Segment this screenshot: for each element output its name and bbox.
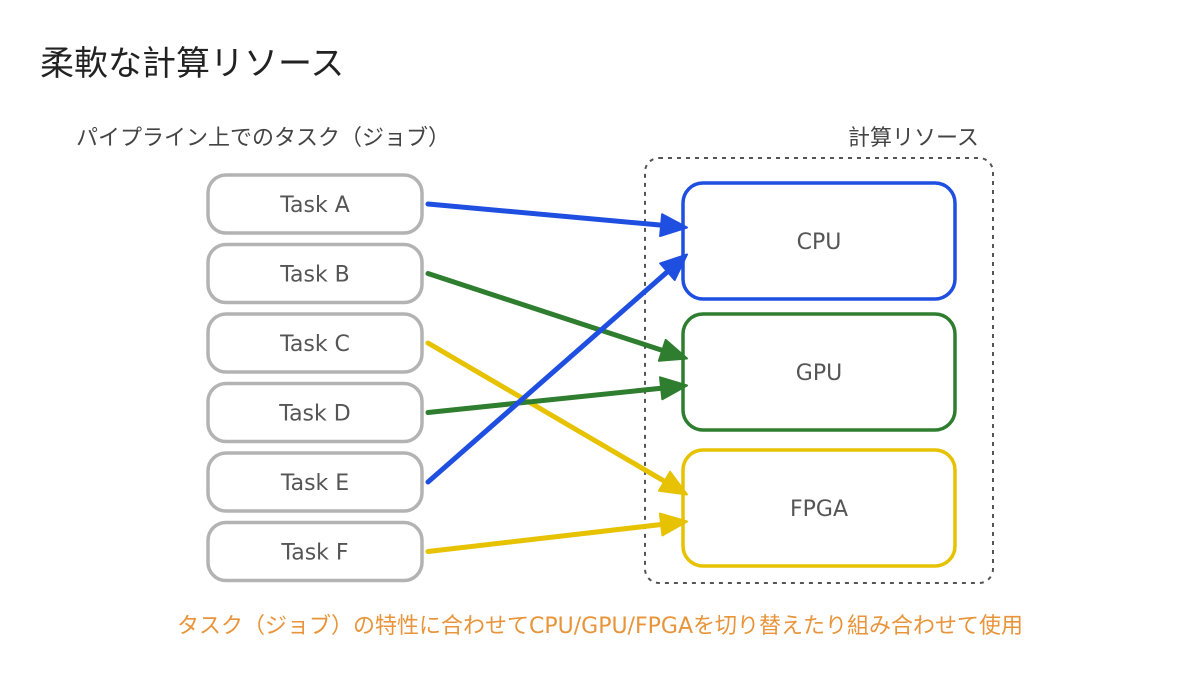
arrow-shaft [425,201,664,228]
arrow-head [657,338,688,362]
arrow-task-d-to-gpu [425,376,688,415]
resource-container [644,157,994,584]
task-box-task-f: Task F [206,520,424,583]
slide-title: 柔軟な計算リソース [40,44,345,84]
arrow-head [658,512,688,537]
task-label: Task B [279,263,350,288]
resource-box-frame [681,312,957,432]
task-box-frame [206,520,424,583]
arrow-task-b-to-gpu [425,271,688,362]
task-box-frame [206,381,424,444]
arrow-shaft [425,271,665,353]
task-label: Task C [279,332,350,357]
arrow-task-a-to-cpu [425,201,688,238]
resource-box-gpu: GPU [681,312,957,432]
arrow-shaft [425,522,664,554]
tasks-heading: パイプライン上でのタスク（ジョブ） [76,126,451,151]
resource-label: GPU [796,361,842,386]
arrow-task-e-to-cpu [425,253,688,485]
task-box-task-d: Task D [206,381,424,444]
resource-box-frame [681,181,957,301]
task-label: Task E [280,471,349,496]
task-box-task-b: Task B [206,242,424,305]
assignment-arrows [425,201,688,554]
task-list: Task A Task B Task C Task D Task E Task F [206,173,424,583]
arrow-head [659,213,688,238]
task-box-frame [206,451,424,513]
task-box-task-a: Task A [206,173,424,235]
resource-box-fpga: FPGA [681,448,957,568]
arrow-task-f-to-fpga [425,512,688,554]
arrow-head [659,253,688,281]
resource-label: FPGA [790,497,848,522]
footer-note: タスク（ジョブ）の特性に合わせてCPU/GPU/FPGAを切り替えたり組み合わせ… [177,614,1023,639]
task-box-task-c: Task C [206,312,424,374]
arrow-task-c-to-fpga [425,340,688,496]
resource-list: CPU GPU FPGA [681,181,957,568]
task-label: Task D [278,402,350,427]
arrow-head [658,470,688,496]
arrow-shaft [425,340,668,484]
task-label: Task F [280,541,348,566]
arrow-shaft [425,269,670,485]
arrow-shaft [425,385,664,415]
arrow-head [659,376,688,401]
resource-box-cpu: CPU [681,181,957,301]
resources-heading: 計算リソース [848,126,979,151]
task-box-frame [206,242,424,305]
resource-label: CPU [797,230,842,255]
task-box-frame [206,312,424,374]
task-box-task-e: Task E [206,451,424,513]
task-label: Task A [279,193,350,218]
resource-box-frame [681,448,957,568]
task-box-frame [206,173,424,235]
